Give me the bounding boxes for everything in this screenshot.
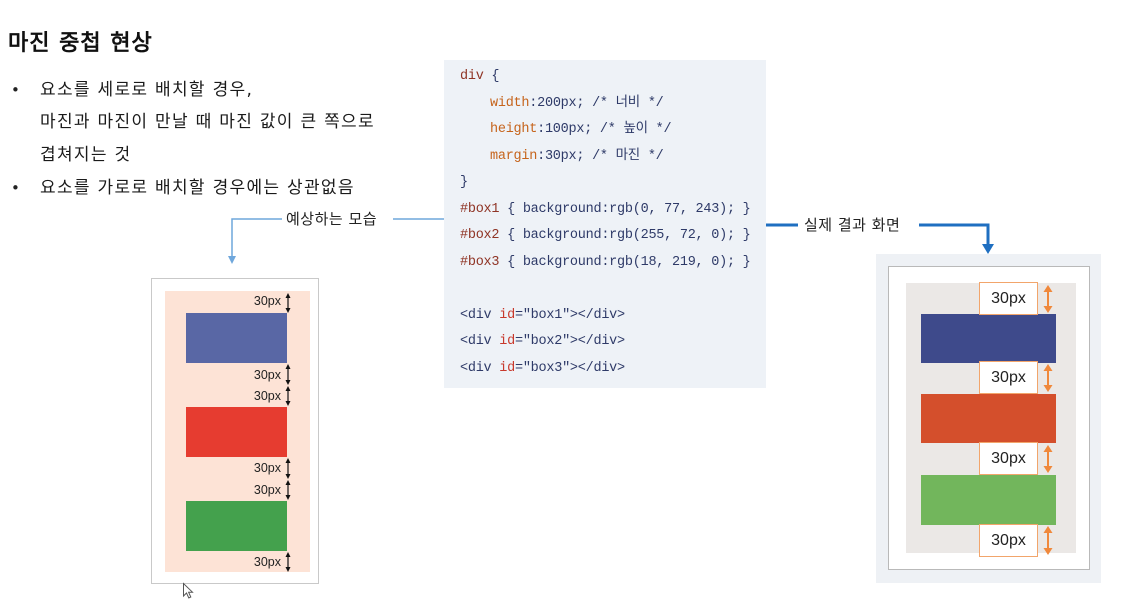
code-line: <div id="box3"></div>: [460, 356, 766, 383]
code-text: ="box2"></div>: [514, 334, 625, 349]
actual-box2: [921, 394, 1056, 443]
code-attribute: id: [499, 307, 515, 323]
code-line: }: [460, 170, 766, 197]
code-line: margin:30px; /* 마진 */: [460, 144, 766, 171]
code-text: :30px; /* 마진 */: [537, 148, 664, 164]
actual-result-label: 실제 결과 화면: [804, 216, 901, 234]
code-attribute: id: [499, 360, 515, 376]
code-text: {: [483, 69, 500, 84]
margin-value-label: 30px: [979, 524, 1038, 557]
code-line: width:200px; /* 너비 */: [460, 91, 766, 118]
code-text: <div: [460, 360, 500, 376]
code-text: ="box1"></div>: [514, 307, 625, 323]
code-line: #box3 { background:rgb(18, 219, 0); }: [460, 250, 766, 277]
code-line: height:100px; /* 높이 */: [460, 117, 766, 144]
code-text: <div: [460, 334, 500, 349]
code-text: { background:rgb(255, 72, 0); }: [499, 228, 751, 243]
margin-value-label: 30px: [253, 483, 281, 497]
code-text: { background:rgb(0, 77, 243); }: [499, 201, 751, 217]
code-property: margin: [490, 148, 538, 164]
code-text: }: [460, 175, 468, 190]
code-selector: #box3: [460, 254, 500, 270]
bullet-marker: •: [11, 179, 20, 197]
margin-value-label: 30px: [979, 442, 1038, 475]
margin-value-label: 30px: [253, 294, 281, 308]
bullet-marker: •: [11, 81, 20, 99]
code-line: #box2 { background:rgb(255, 72, 0); }: [460, 223, 766, 250]
actual-box3: [921, 475, 1056, 525]
code-property: height: [490, 122, 538, 137]
expected-box2: [186, 407, 287, 457]
code-line: #box1 { background:rgb(0, 77, 243); }: [460, 197, 766, 224]
code-attribute: id: [499, 334, 515, 349]
actual-box1: [921, 314, 1056, 363]
code-selector: div: [460, 69, 484, 84]
code-line: <div id="box2"></div>: [460, 329, 766, 356]
expected-box1: [186, 313, 287, 363]
margin-value-label: 30px: [253, 461, 281, 475]
code-line: <div id="box1"></div>: [460, 303, 766, 330]
code-text: ="box3"></div>: [514, 360, 625, 376]
margin-value-label: 30px: [253, 368, 281, 382]
code-text: <div: [460, 307, 500, 323]
mouse-pointer-icon: [183, 582, 194, 599]
expected-result-label: 예상하는 모습: [286, 210, 378, 228]
code-text: { background:rgb(18, 219, 0); }: [499, 254, 751, 270]
code-selector: #box2: [460, 228, 500, 243]
code-line: div {: [460, 64, 766, 91]
slide-title: 마진 중첩 현상: [8, 31, 153, 56]
margin-value-label: 30px: [253, 555, 281, 569]
code-text: :100px; /* 높이 */: [537, 122, 672, 137]
margin-value-label: 30px: [253, 389, 281, 403]
bullet-text-line: 요소를 가로로 배치할 경우에는 상관없음: [40, 178, 355, 198]
code-selector: #box1: [460, 201, 500, 217]
css-code-block: div { width:200px; /* 너비 */ height:100px…: [444, 60, 766, 388]
bullet-text-line: 마진과 마진이 만날 때 마진 값이 큰 쪽으로: [40, 112, 375, 132]
code-property: width: [490, 95, 530, 111]
code-text: :200px; /* 너비 */: [529, 95, 664, 111]
expected-box3: [186, 501, 287, 551]
margin-value-label: 30px: [979, 282, 1038, 315]
bullet-text-line: 요소를 세로로 배치할 경우,: [40, 80, 254, 100]
bullet-text-line: 겹쳐지는 것: [40, 145, 132, 165]
code-line-blank: [460, 276, 766, 303]
margin-value-label: 30px: [979, 361, 1038, 394]
